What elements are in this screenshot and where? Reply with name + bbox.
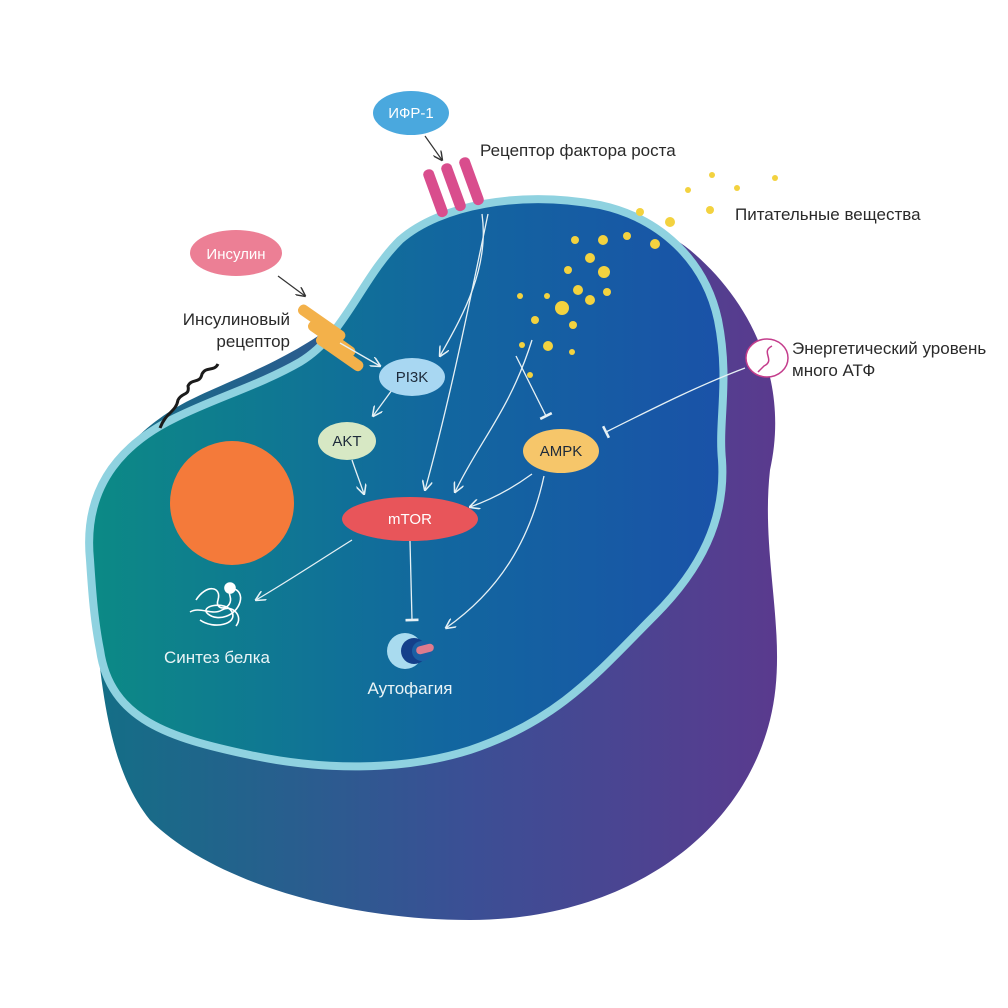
energy-inhibit-ampk <box>601 367 746 439</box>
ampk-label: AMPK <box>540 443 583 460</box>
nutrients-to-mtor <box>455 339 533 492</box>
mtor-inhibit-autophagy <box>405 540 419 622</box>
insulin-receptor-label-2: рецептор <box>216 332 290 351</box>
insulin-receptor-to-pi3k <box>339 342 380 366</box>
ampk-to-mtor <box>470 473 533 507</box>
akt-node <box>318 422 376 460</box>
insulin-label: Инсулин <box>206 246 265 263</box>
energy-label-2: много АТФ <box>792 361 875 380</box>
protein-coil-icon <box>189 582 242 627</box>
autophagosome-icon <box>387 633 434 669</box>
mtor-node <box>342 497 478 541</box>
mtor-to-protein-synthesis <box>256 539 353 600</box>
nucleus <box>170 441 294 565</box>
membrane-ruffles <box>158 363 220 429</box>
insulin-receptor-label-1: Инсулиновый <box>183 310 290 329</box>
protein-synthesis-label: Синтез белка <box>164 648 271 667</box>
igf1-label: ИФР-1 <box>388 105 434 122</box>
insulin-to-receptor-arrow <box>277 275 305 296</box>
mtor-label: mTOR <box>388 511 432 528</box>
nutrients-inhibit-ampk <box>515 355 553 421</box>
growth-factor-receptor <box>423 157 484 218</box>
insulin-node <box>190 230 282 276</box>
energy-label-1: Энергетический уровень <box>792 339 986 358</box>
pi3k-label: PI3K <box>396 369 429 386</box>
akt-label: AKT <box>332 433 361 450</box>
pi3k-to-akt <box>373 389 393 416</box>
igf1-to-receptor-arrow <box>424 135 442 160</box>
pi3k-node <box>379 358 445 396</box>
igf1-node <box>373 91 449 135</box>
insulin-receptor <box>297 304 364 372</box>
atp-battery-icon <box>745 338 789 378</box>
nutrient-dots <box>517 172 778 378</box>
ampk-to-autophagy <box>446 475 545 628</box>
nutrients-label: Питательные вещества <box>735 205 921 224</box>
cell-inner-surface <box>85 195 728 771</box>
akt-to-mtor <box>351 459 364 494</box>
autophagy-label: Аутофагия <box>367 679 452 698</box>
ampk-node <box>523 429 599 473</box>
growth-factor-receptor-label: Рецептор фактора роста <box>480 141 676 160</box>
gfr-to-mtor <box>425 213 489 490</box>
